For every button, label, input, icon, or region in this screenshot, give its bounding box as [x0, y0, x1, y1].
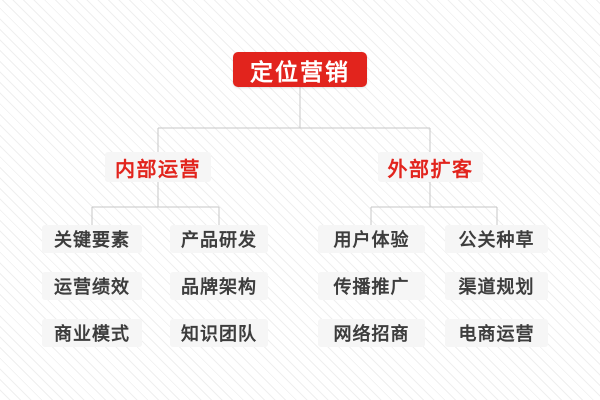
leaf-node-external-4: 渠道规划	[445, 272, 548, 300]
branch-node-internal: 内部运营	[105, 152, 211, 182]
external-bracket-line	[370, 182, 498, 225]
leaf-node-external-3: 传播推广	[318, 272, 425, 300]
root-node: 定位营销	[233, 52, 367, 87]
leaf-node-external-5: 网络招商	[318, 319, 425, 347]
root-bracket-line	[157, 87, 431, 152]
leaf-node-external-6: 电商运营	[445, 319, 548, 347]
leaf-node-internal-6: 知识团队	[170, 319, 268, 347]
branch-node-external: 外部扩客	[378, 152, 483, 182]
leaf-node-internal-3: 运营绩效	[42, 272, 142, 300]
leaf-node-internal-2: 产品研发	[170, 225, 268, 253]
leaf-node-internal-5: 商业模式	[42, 319, 142, 347]
internal-bracket-line	[91, 182, 220, 225]
leaf-node-external-1: 用户体验	[318, 225, 425, 253]
leaf-node-external-2: 公关种草	[445, 225, 548, 253]
leaf-node-internal-4: 品牌架构	[170, 272, 268, 300]
leaf-node-internal-1: 关键要素	[42, 225, 142, 253]
